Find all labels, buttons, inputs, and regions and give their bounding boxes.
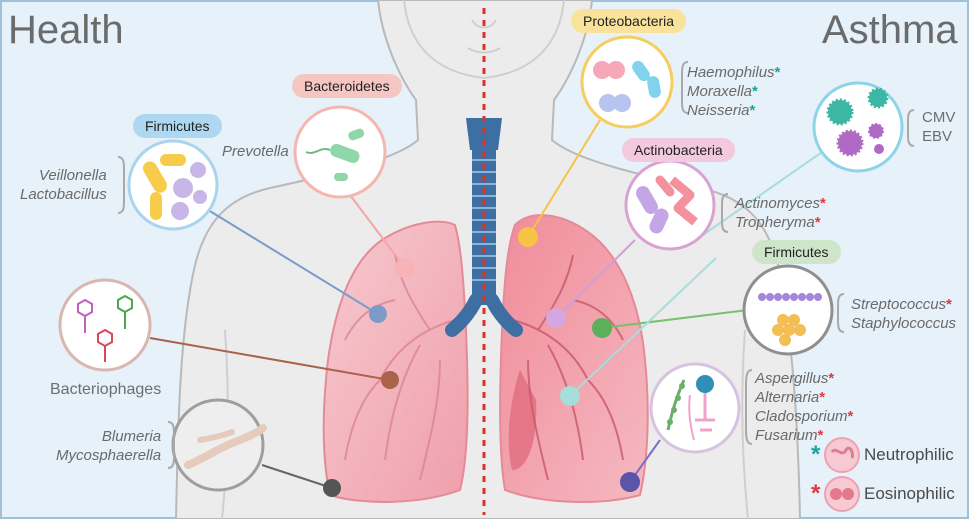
legend-eosinophilic-label: Eosinophilic xyxy=(864,484,955,503)
site-dot-firmicutes-right xyxy=(592,318,612,338)
arm-crease-right xyxy=(741,329,749,519)
eosinophilic-asterisk: * xyxy=(820,195,826,212)
neutrophilic-asterisk: * xyxy=(774,64,781,81)
circle-proteobacteria xyxy=(580,35,674,129)
connector-virus xyxy=(689,149,826,245)
neutrophilic-asterisk: * xyxy=(752,83,758,100)
label-fusarium: Fusarium xyxy=(755,427,818,444)
label-aspergillus: Aspergillus xyxy=(755,370,829,387)
circle-virus xyxy=(812,81,904,173)
bracket-actinobacteria xyxy=(721,193,729,233)
pill-actinobacteria: Actinobacteria xyxy=(622,138,735,162)
label-fungi-right: Aspergillus* Alternaria* Cladosporium* F… xyxy=(755,369,853,445)
bracket-proteobacteria xyxy=(681,61,689,114)
pill-firmicutes-left: Firmicutes xyxy=(133,114,222,138)
site-dot-firmicutes-left xyxy=(369,305,387,323)
connector-firmicutes-left xyxy=(199,204,379,315)
label-bacteriophages: Bacteriophages xyxy=(50,381,162,398)
circle-bacteroidetes xyxy=(293,105,387,199)
label-haemophilus: Haemophilus xyxy=(687,64,775,81)
site-dot-fungi-right xyxy=(620,472,640,492)
label-tropheryma: Tropheryma xyxy=(735,214,815,231)
legend-neutrophilic-label: Neutrophilic xyxy=(864,445,954,464)
connector-actinobacteria xyxy=(555,239,636,319)
circle-firmicutes-left xyxy=(127,139,219,231)
label-fungi-left: Blumeria Mycosphaerella xyxy=(56,427,161,465)
label-cmv: CMV xyxy=(922,109,956,126)
site-dot-actinobacteria xyxy=(546,308,566,328)
nose-shape xyxy=(471,19,497,29)
bronchus-left xyxy=(445,293,483,337)
eosinophilic-asterisk: * xyxy=(847,408,854,425)
label-streptococcus: Streptococcus xyxy=(851,296,947,313)
circle-firmicutes-right xyxy=(742,264,834,356)
site-dot-bacteroidetes xyxy=(395,258,415,278)
bronchus-right xyxy=(485,293,523,337)
site-dot-fungi-left xyxy=(323,479,341,497)
label-proteobacteria: Haemophilus* Moraxella* Neisseria* xyxy=(687,63,780,120)
label-prevotella: Prevotella xyxy=(222,143,289,160)
connector-fungi-left xyxy=(261,464,333,489)
label-moraxella: Moraxella xyxy=(687,83,753,100)
site-dot-proteobacteria xyxy=(518,227,538,247)
health-title: Health xyxy=(8,8,124,52)
label-lactobacillus: Lactobacillus xyxy=(20,186,107,203)
eosinophilic-asterisk: * xyxy=(814,214,821,231)
label-actinomyces: Actinomyces xyxy=(735,195,821,212)
label-firmicutes-right: Streptococcus* Staphylococcus xyxy=(851,295,956,333)
legend-eosinophilic-asterisk: * xyxy=(811,480,821,507)
eosinophilic-asterisk: * xyxy=(946,296,952,313)
neutrophilic-asterisk: * xyxy=(749,102,756,119)
label-ebv: EBV xyxy=(922,128,953,145)
eosinophilic-asterisk: * xyxy=(819,389,826,406)
circle-actinobacteria xyxy=(624,159,716,251)
bracket-fungi-left xyxy=(167,421,175,469)
face-outline xyxy=(403,0,565,80)
legend-neutrophilic-asterisk: * xyxy=(811,441,821,468)
circle-fungi-left xyxy=(171,398,267,492)
label-veillonella: Veillonella xyxy=(38,167,107,184)
bracket-firmicutes-right xyxy=(837,293,845,333)
label-mycosphaerella: Mycosphaerella xyxy=(56,447,162,464)
label-firmicutes-left: Veillonella Lactobacillus xyxy=(20,166,107,204)
pill-firmicutes-right: Firmicutes xyxy=(752,240,841,264)
neutrophil-cell-icon xyxy=(824,437,860,473)
label-actinobacteria: Actinomyces* Tropheryma* xyxy=(735,194,826,232)
site-dot-virus xyxy=(560,386,580,406)
label-neisseria: Neisseria xyxy=(687,102,750,119)
connector-bacteroidetes xyxy=(349,194,406,269)
asthma-title: Asthma xyxy=(822,8,958,52)
eosinophilic-asterisk: * xyxy=(828,370,835,387)
bracket-virus xyxy=(907,109,915,147)
label-staphylococcus: Staphylococcus xyxy=(851,315,957,332)
circle-fungi-right xyxy=(649,362,741,454)
bronchial-tree-left xyxy=(344,254,456,481)
connector-proteobacteria xyxy=(527,119,601,238)
site-dot-bacteriophages xyxy=(381,371,399,389)
connector-teal-site xyxy=(569,257,717,397)
pill-proteobacteria: Proteobacteria xyxy=(571,9,687,33)
label-virus: CMV EBV xyxy=(922,108,955,146)
bracket-fungi-right xyxy=(745,369,753,445)
pill-bacteroidetes: Bacteroidetes xyxy=(292,74,402,98)
circle-bacteriophages xyxy=(58,278,152,372)
label-alternaria: Alternaria xyxy=(755,389,820,406)
connector-bacteriophages xyxy=(149,337,391,381)
mouth-shape xyxy=(467,47,501,54)
eosinophil-cell-icon xyxy=(824,476,860,512)
connector-firmicutes-right xyxy=(601,309,749,329)
eosinophilic-asterisk: * xyxy=(817,427,824,444)
bracket-firmicutes-left xyxy=(117,156,125,214)
label-blumeria: Blumeria xyxy=(101,428,162,445)
trachea-rings xyxy=(472,159,496,281)
label-cladosporium: Cladosporium xyxy=(755,408,848,425)
